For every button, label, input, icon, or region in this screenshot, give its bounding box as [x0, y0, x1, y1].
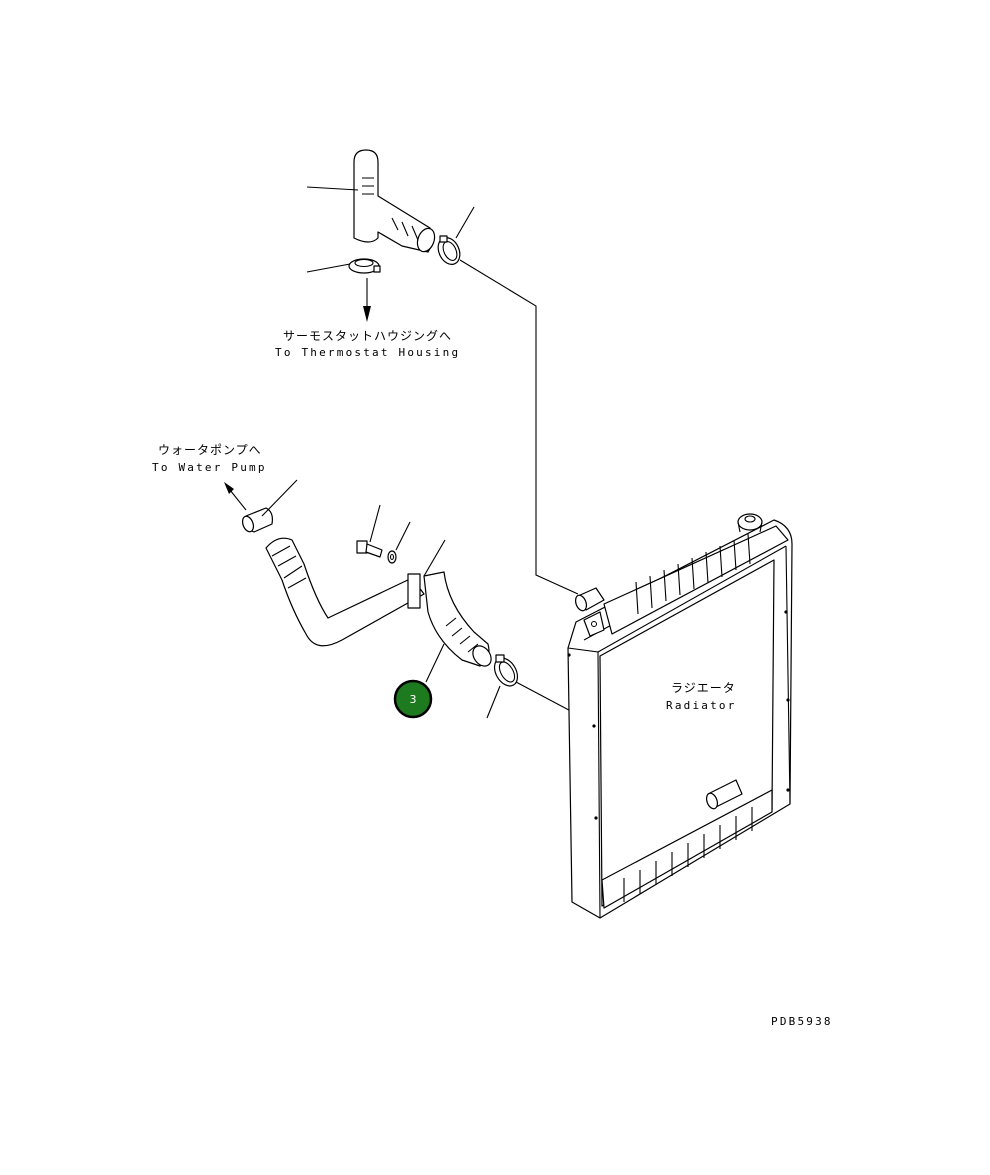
lower-hose-clamp: [493, 654, 519, 687]
radiator-upper-inlet: [574, 587, 605, 637]
radiator-frame-bolts: [567, 610, 790, 820]
leader-line-end-clamp: [455, 206, 475, 239]
radiator: [567, 513, 793, 919]
label-water-pump-en: To Water Pump: [152, 461, 267, 474]
callout-number: 3: [410, 693, 417, 706]
washer: [387, 550, 397, 564]
radiator-top-fins: [635, 533, 751, 615]
label-thermostat-en: To Thermostat Housing: [275, 346, 460, 359]
label-thermostat-jp: サーモスタットハウジングへ: [283, 329, 452, 343]
radiator-cap-icon: [737, 513, 763, 533]
arrow-to-water-pump-icon: [224, 482, 247, 511]
upper-hose-lower-clamp: [348, 258, 381, 274]
lower-pipe: [265, 537, 425, 647]
connector-line-upper: [459, 259, 579, 595]
leader-line-lower-pipe: [423, 539, 446, 577]
bolt: [356, 540, 383, 558]
label-radiator-en: Radiator: [666, 699, 737, 712]
leader-line-lower-clamp: [306, 263, 351, 273]
leader-line-lower-clamp: [486, 685, 501, 719]
leader-line-bolt: [369, 504, 381, 543]
radiator-lower-outlet: [705, 779, 743, 810]
drawing-code: PDB5938: [771, 1015, 833, 1028]
label-water-pump-jp: ウォータポンプへ: [158, 443, 262, 457]
leader-line-water-pump-hose: [261, 479, 298, 517]
leader-line-callout-3: [425, 643, 445, 683]
water-pump-hose: [241, 507, 273, 533]
callout-badge-3[interactable]: 3: [393, 679, 433, 719]
upper-hose: [353, 149, 436, 253]
label-radiator-jp: ラジエータ: [671, 681, 736, 695]
leader-line-washer: [395, 521, 411, 551]
upper-hose-end-clamp: [437, 235, 461, 265]
arrow-to-thermostat-icon: [363, 278, 371, 322]
leader-line-upper-hose: [306, 186, 359, 191]
lower-hose: [423, 571, 492, 667]
radiator-bottom-fins: [623, 807, 753, 902]
